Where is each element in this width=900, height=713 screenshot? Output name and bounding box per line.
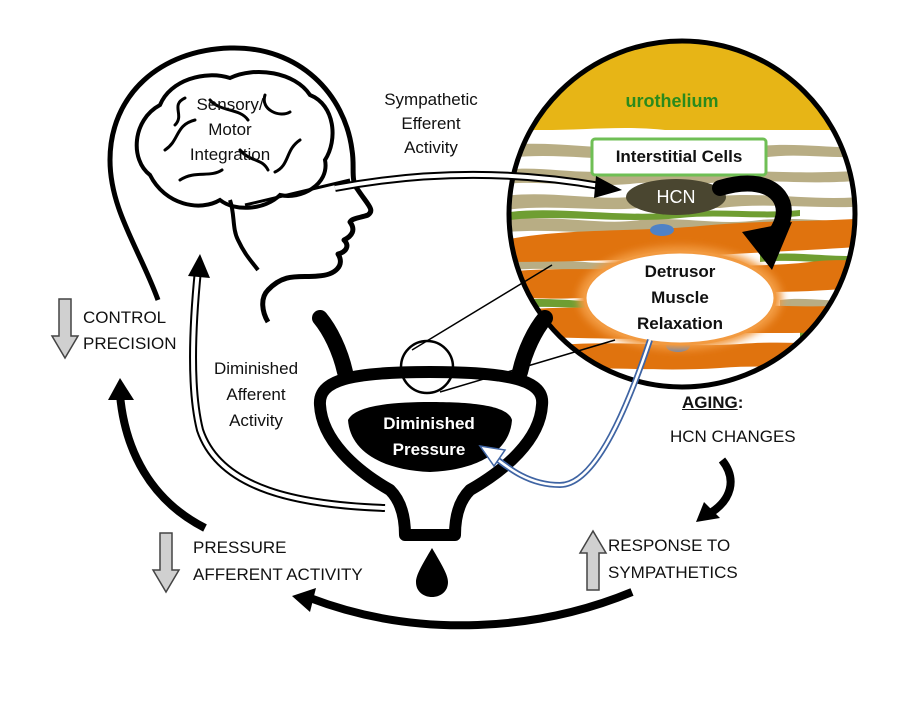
head-outline-icon — [107, 45, 374, 324]
pressure-afferent-label: PRESSURE AFFERENT ACTIVITY — [193, 538, 363, 584]
bladder-icon — [312, 310, 553, 597]
urothelium-label: urothelium — [625, 91, 719, 111]
bladder-pressure-label: Diminished Pressure — [383, 414, 475, 459]
aging-label: AGING: — [682, 393, 744, 412]
interstitial-cells-label: Interstitial Cells — [615, 147, 743, 166]
detrusor-label: Detrusor Muscle Relaxation — [637, 262, 723, 333]
detrusor-relaxation-oval — [583, 250, 777, 346]
hcn-changes-label: HCN CHANGES — [670, 427, 796, 446]
pressure-to-control-arrow — [116, 394, 207, 532]
nucleus-icon — [650, 224, 674, 236]
diminished-afferent-label: Diminished Afferent Activity — [213, 359, 299, 430]
response-label: RESPONSE TO SYMPATHETICS — [608, 536, 738, 582]
control-down-arrow-icon — [50, 298, 80, 360]
response-to-pressure-arrow — [308, 588, 634, 630]
zoom-line — [439, 339, 616, 393]
zoom-line — [411, 264, 553, 351]
brain-label: Sensory/ Motor Integration — [189, 95, 271, 164]
interstitial-cells-box — [590, 137, 768, 177]
sympathetic-label: Sympathetic Efferent Activity — [384, 90, 478, 157]
control-precision-label: CONTROL PRECISION — [83, 308, 177, 353]
brain-icon — [134, 70, 351, 272]
urothelium-layer — [509, 41, 855, 130]
hcn-ellipse — [626, 179, 726, 215]
pressure-down-arrow-icon — [151, 532, 181, 594]
response-up-arrow-icon — [578, 529, 608, 591]
hcn-label: HCN — [656, 187, 696, 207]
hcn-to-response-arrow — [709, 457, 735, 516]
